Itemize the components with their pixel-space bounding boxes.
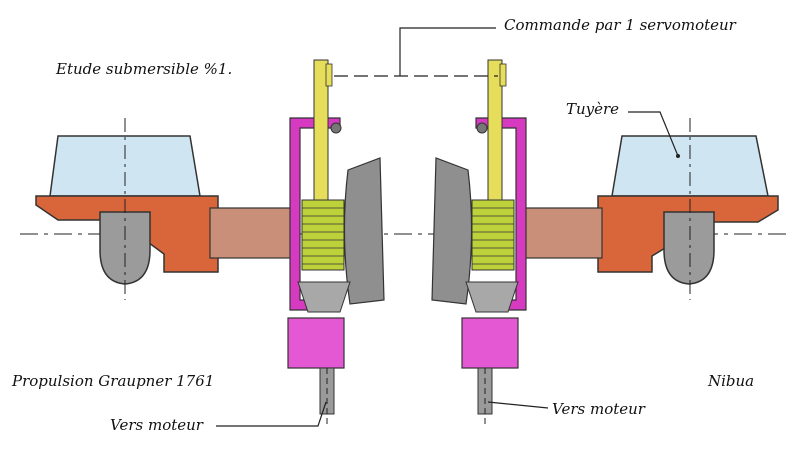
nozzle-label: Tuyère xyxy=(566,100,620,118)
right-nozzle-assembly xyxy=(519,118,779,300)
right-pinion-teeth xyxy=(472,207,514,265)
left-motor-leader xyxy=(216,401,327,427)
motor-label-left: Vers moteur xyxy=(110,416,203,434)
right-frame xyxy=(475,117,527,311)
left-motor-box xyxy=(287,317,345,369)
right-crown-gear xyxy=(431,157,473,305)
left-frame xyxy=(289,117,341,311)
left-crown-gear xyxy=(343,157,385,305)
left-gearbox xyxy=(287,59,385,428)
left-pinion-teeth xyxy=(302,207,344,265)
right-gearbox xyxy=(431,59,527,428)
right-pinion xyxy=(471,199,515,271)
left-pinion xyxy=(301,199,345,271)
left-rack-teeth xyxy=(325,63,333,87)
study-label: Etude submersible %1. xyxy=(56,60,233,78)
right-shaft xyxy=(519,207,603,259)
left-nozzle-assembly xyxy=(35,118,299,300)
right-bevel-gear xyxy=(465,281,519,313)
command-leader xyxy=(399,27,496,76)
command-label: Commande par 1 servomoteur xyxy=(504,16,736,34)
right-motor-box xyxy=(461,317,519,369)
left-shaft xyxy=(209,207,299,259)
motor-label-right: Vers moteur xyxy=(552,400,645,418)
left-pivot-bolt xyxy=(330,122,342,134)
propulsion-label: Propulsion Graupner 1761 xyxy=(12,372,215,390)
right-rack-teeth xyxy=(499,63,507,87)
left-bevel-gear xyxy=(297,281,351,313)
right-motor-leader xyxy=(487,401,549,409)
nozzle-leader xyxy=(628,111,679,157)
right-rudder xyxy=(663,211,715,285)
right-pivot-bolt xyxy=(476,122,488,134)
author-label: Nibua xyxy=(708,372,755,390)
